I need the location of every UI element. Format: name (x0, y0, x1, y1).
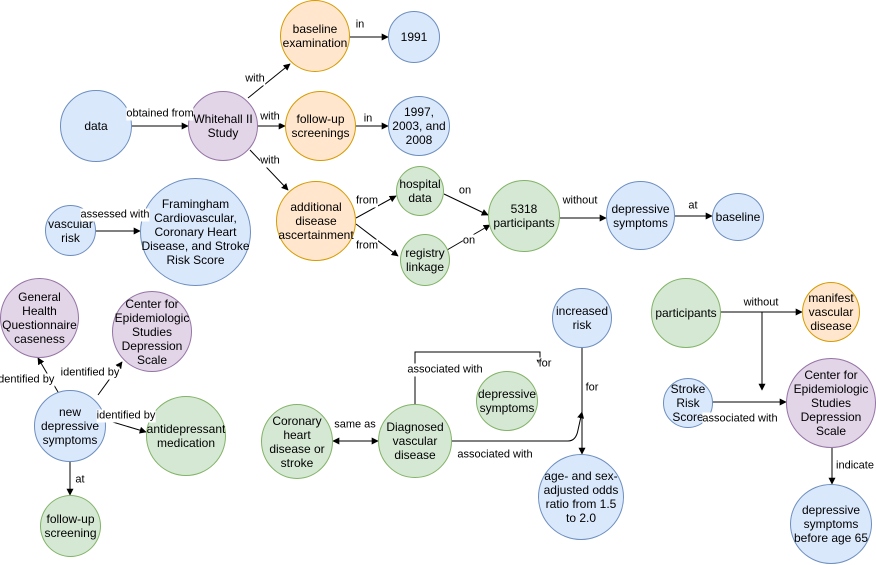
node-whitehall-study: Whitehall II Study (188, 91, 258, 161)
label-without-2: without (743, 296, 779, 310)
label-obtained-from: obtained from (126, 107, 194, 121)
node-cesd-scale-1: Center for Epidemiologic Studies Depress… (112, 291, 192, 372)
label-without-1: without (562, 194, 598, 208)
label-identified-by-2: identified by (60, 366, 120, 380)
node-odds-ratio: age- and sex-adjusted odds ratio from 1.… (538, 454, 624, 540)
label-indicate: indicate (836, 459, 874, 473)
node-baseline: baseline (712, 193, 764, 241)
label-on-1: on (458, 184, 472, 198)
edge-whitehall-baseline (247, 63, 291, 99)
label-assessed-with: assessed with (80, 208, 150, 222)
node-5318-participants: 5318 participants (488, 180, 560, 252)
node-participants: participants (651, 278, 721, 348)
node-diagnosed-vascular-disease: Diagnosed vascular disease (378, 404, 452, 478)
node-ghq-caseness: General Health Questionnaire caseness (0, 278, 79, 358)
label-on-2: on (462, 234, 476, 248)
node-baseline-examination: baseline examination (280, 0, 350, 72)
label-same-as: same as (334, 418, 376, 432)
node-cesd-scale-2: Center for Epidemiologic Studies Depress… (786, 358, 876, 448)
node-framingham-risk-score: Framingham Cardiovascular, Coronary Hear… (140, 178, 251, 286)
node-additional-disease-ascertainment: additional disease ascertainment (276, 181, 356, 261)
edge-whitehall-additional (249, 149, 289, 191)
label-identified-by-3: identified by (96, 409, 156, 423)
label-at-2: at (75, 473, 85, 487)
label-at-1: at (688, 199, 698, 213)
node-manifest-vascular-disease: manifest vascular disease (802, 282, 860, 342)
edge-diagnosed-odds (452, 411, 585, 442)
node-data: data (60, 90, 132, 162)
node-years-1997-2003-2008: 1997, 2003, and 2008 (388, 96, 450, 156)
node-new-depressive-symptoms: new depressive symptoms (34, 390, 106, 462)
label-in-2: in (363, 112, 373, 126)
label-associated-with-3: associated with (702, 412, 778, 426)
node-registry-linkage: registry linkage (400, 234, 450, 286)
node-coronary-heart-disease: Coronary heart disease or stroke (261, 404, 333, 479)
label-associated-with-2: associated with (457, 448, 533, 462)
node-antidepressant-medication: antidepressant medication (146, 396, 226, 476)
edge-hospital-5318 (443, 193, 489, 216)
node-depressive-before-65: depressive symptoms before age 65 (790, 484, 872, 564)
node-depressive-symptoms-1: depressive symptoms (606, 181, 675, 250)
label-identified-by-1: identified by (0, 373, 55, 387)
label-with-1: with (245, 72, 265, 86)
label-in-1: in (355, 18, 365, 32)
label-for-1: for (538, 357, 552, 371)
node-1991: 1991 (388, 11, 440, 63)
label-associated-with-1: associated with (407, 363, 483, 377)
label-with-2: with (260, 110, 280, 124)
node-followup-screening: follow-up screening (40, 495, 101, 557)
label-for-2: for (585, 381, 599, 395)
label-with-3: with (260, 154, 280, 168)
node-increased-risk: increased risk (552, 288, 612, 348)
label-from-2: from (356, 239, 378, 253)
node-hospital-data: hospital data (396, 166, 444, 216)
node-depressive-symptoms-2: depressive symptoms (476, 371, 538, 431)
node-stroke-risk-score: Stroke Risk Score (663, 378, 713, 428)
label-from-1: from (356, 194, 378, 208)
node-followup-screenings: follow-up screenings (285, 91, 356, 161)
